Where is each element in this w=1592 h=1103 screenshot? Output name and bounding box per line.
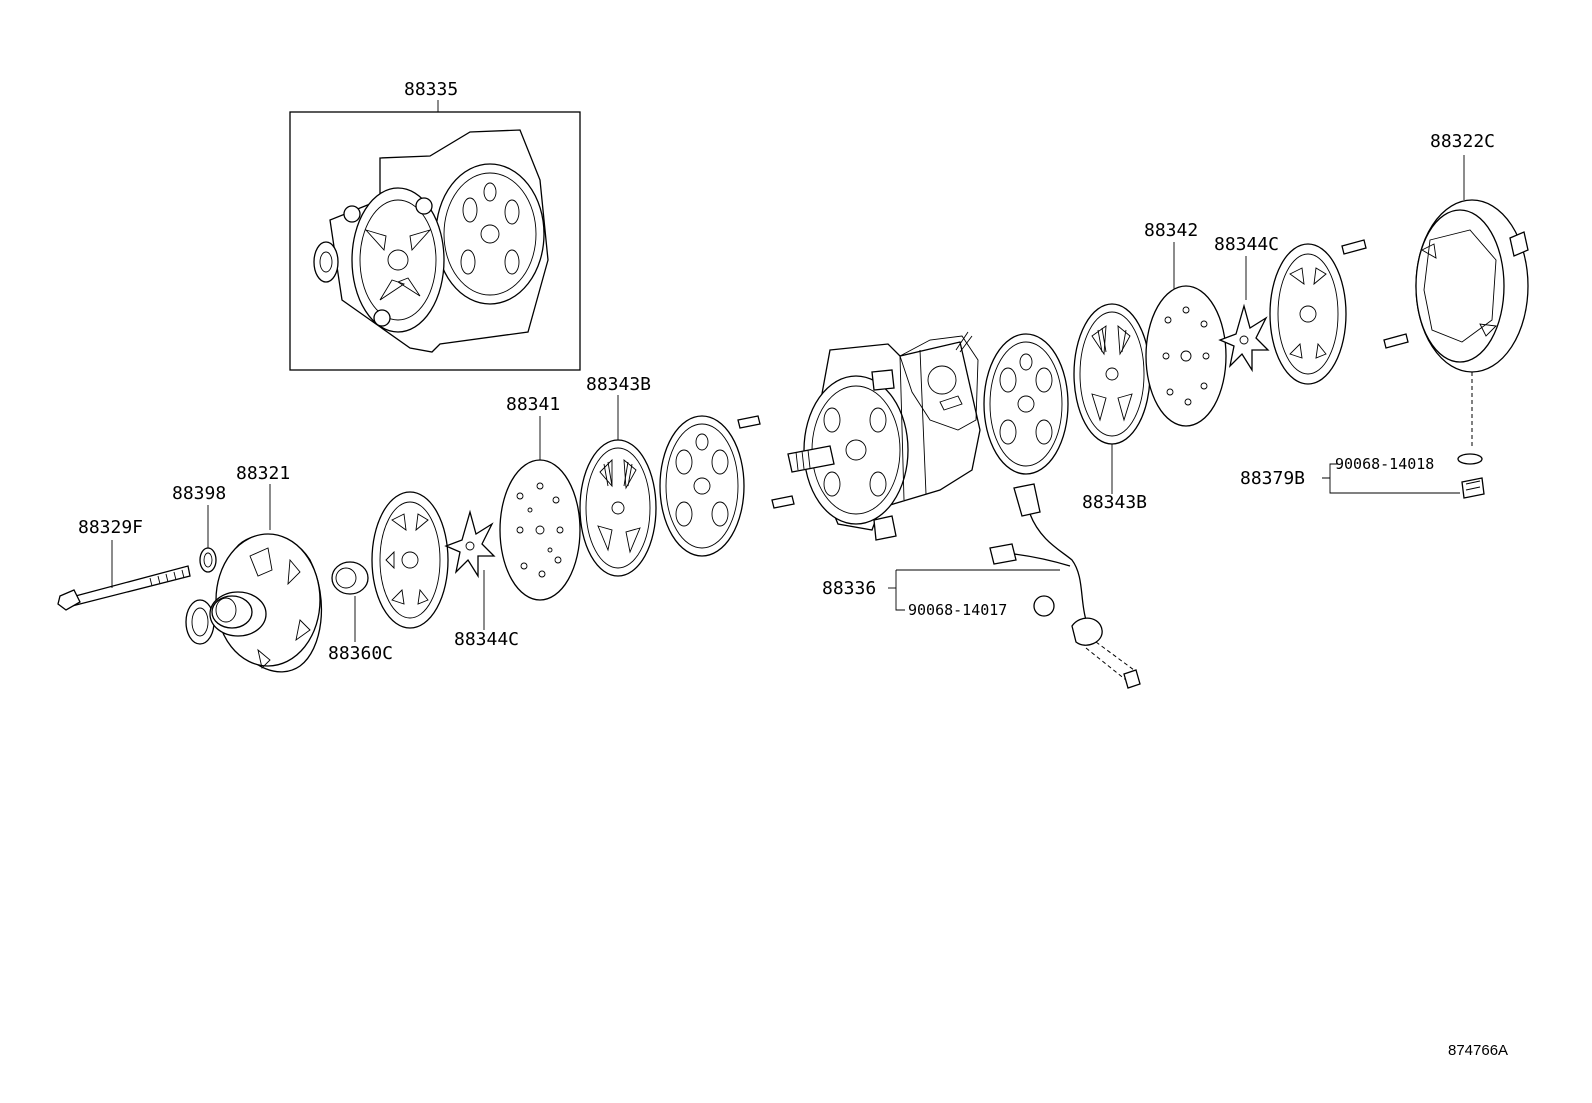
plate-88341 (499, 416, 581, 601)
label-88341: 88341 (506, 394, 561, 415)
reed-valve-88344C-right (1218, 256, 1270, 373)
label-88342: 88342 (1144, 220, 1199, 241)
reed-valve-88344C-left (444, 509, 496, 630)
seal-ring (185, 599, 215, 645)
plug-88360C (331, 561, 369, 642)
label-88336: 88336 (822, 578, 877, 599)
label-88344C-left: 88344C (454, 629, 520, 650)
valve-plate-right (1269, 243, 1347, 385)
valve-plate-inner-right (983, 333, 1069, 475)
label-88344C-right: 88344C (1214, 234, 1280, 255)
label-90068-14017: 90068-14017 (908, 601, 1008, 619)
plate-88342 (1145, 242, 1227, 427)
label-88335: 88335 (404, 79, 459, 100)
figure-id: 874766A (1448, 1042, 1509, 1059)
label-88322C: 88322C (1430, 131, 1496, 152)
valve-plate-88343B-right (1073, 303, 1151, 494)
fitting-88379B (1322, 453, 1485, 499)
label-88343B-mid: 88343B (1082, 492, 1148, 513)
label-88329F: 88329F (78, 517, 144, 538)
compressor-kit-88335 (289, 100, 581, 371)
front-head-88321 (209, 484, 323, 673)
dowel-pins-right (1341, 239, 1409, 349)
ring-88398 (199, 505, 217, 573)
rear-head-88322C (1415, 155, 1529, 448)
label-90068-14018: 90068-14018 (1335, 455, 1435, 473)
valve-plate-88343B-left (579, 395, 657, 577)
label-88379B: 88379B (1240, 468, 1306, 489)
dowel-pins-left (737, 415, 795, 509)
label-88343B-top: 88343B (586, 374, 652, 395)
compressor-body (787, 331, 981, 541)
label-88398: 88398 (172, 483, 227, 504)
valve-plate-left (371, 491, 449, 629)
switch-88336 (888, 483, 1141, 689)
label-88360C: 88360C (328, 643, 394, 664)
bolt-88329F (57, 540, 191, 611)
label-88321: 88321 (236, 463, 291, 484)
valve-plate-inner-left (659, 415, 745, 557)
